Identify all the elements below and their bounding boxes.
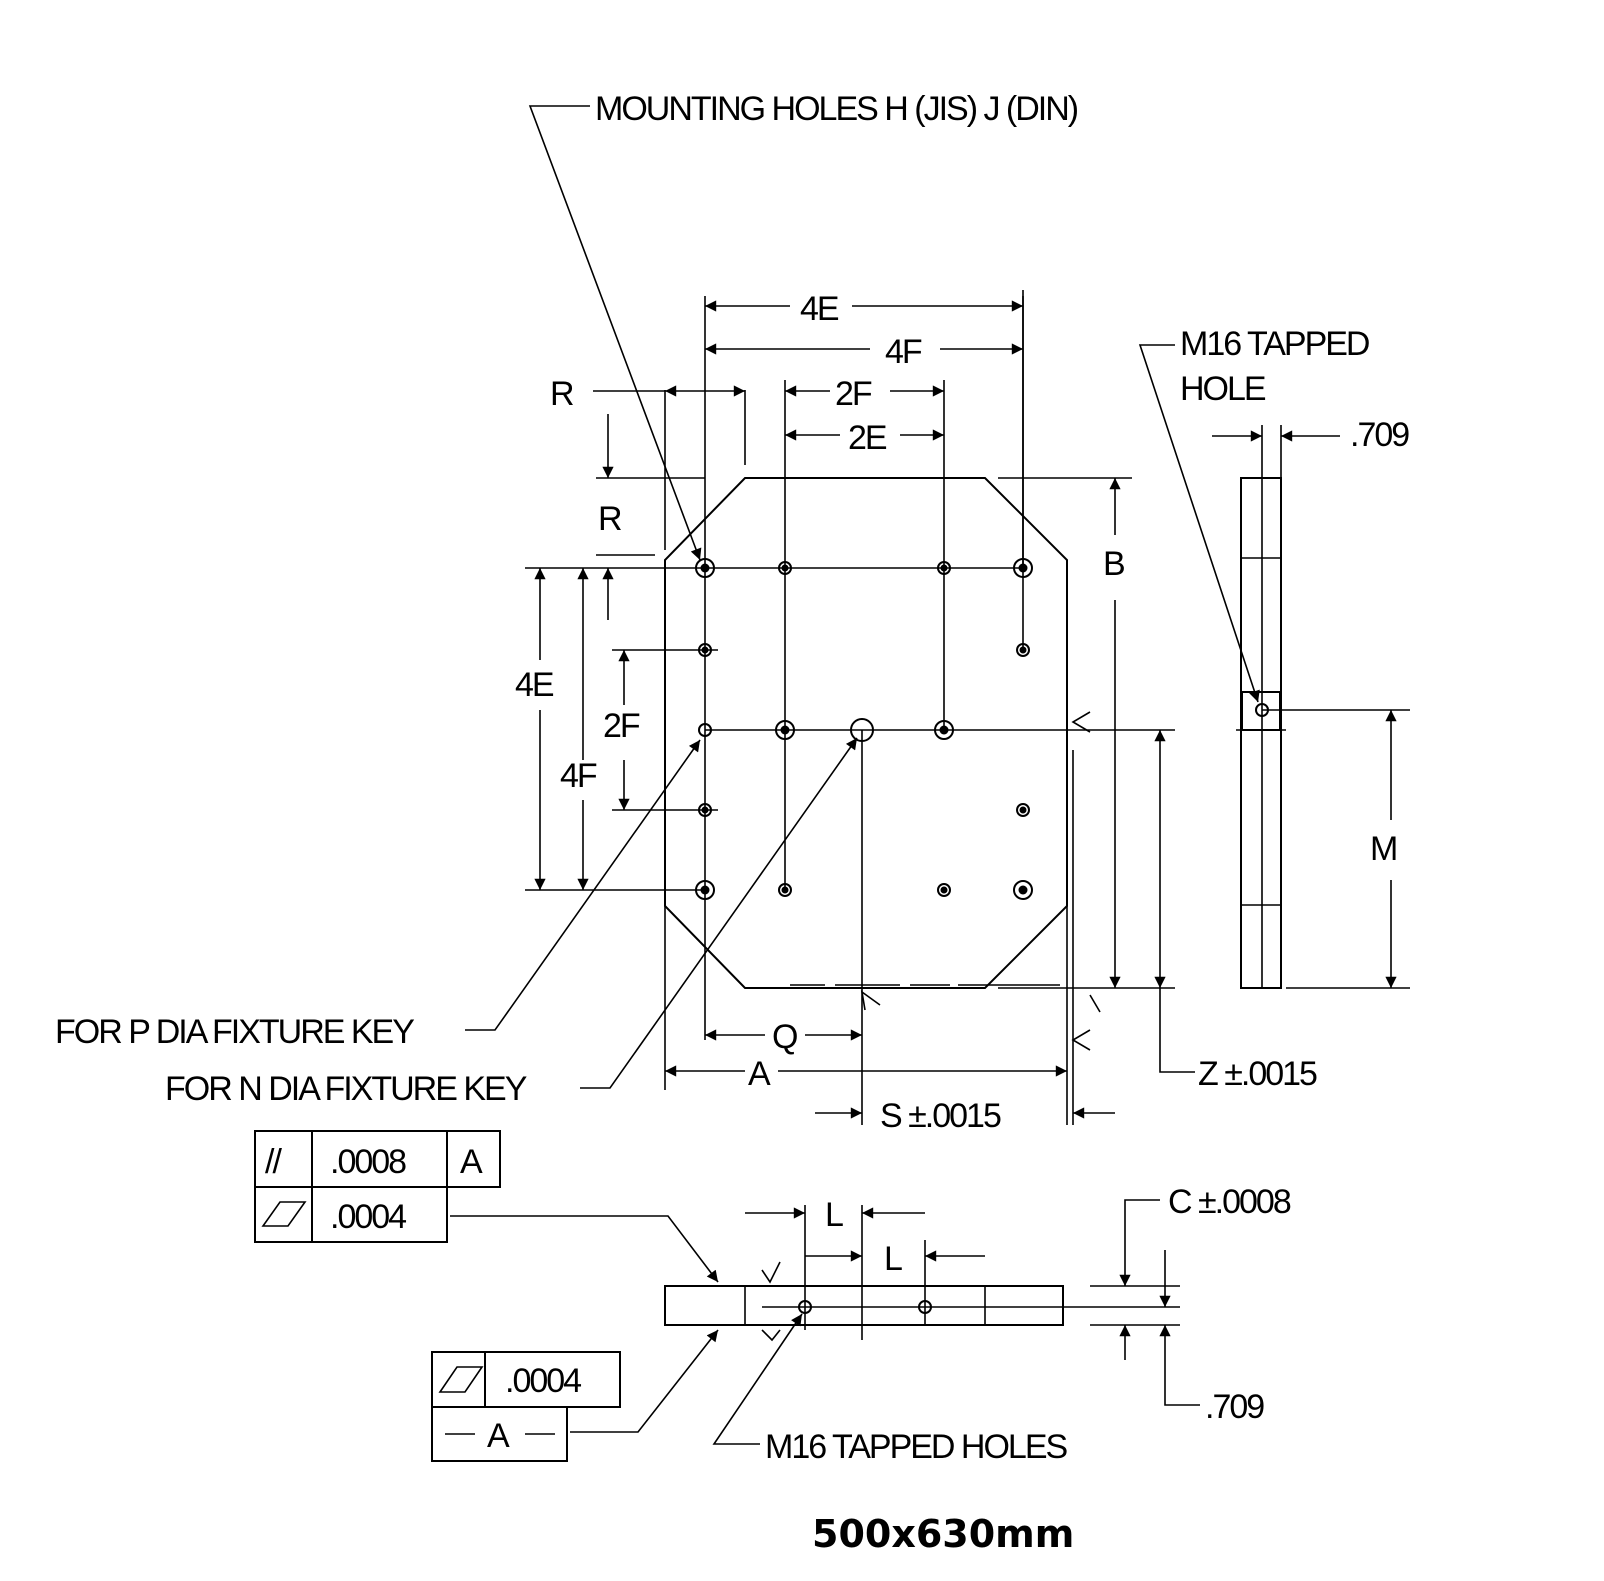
mounting-holes (695, 558, 1033, 900)
dim-q: Q (772, 1018, 797, 1056)
flatness-value-bottom: .0004 (505, 1362, 581, 1400)
parallelism-datum: A (460, 1143, 483, 1181)
parallelism-symbol: // (265, 1143, 282, 1181)
dim-709-top: .709 (1350, 416, 1409, 454)
fixture-key-p-label: FOR P DIA FIXTURE KEY (55, 1013, 414, 1051)
dim-2f-left: 2F (603, 707, 640, 745)
flatness-icon (261, 1201, 307, 1227)
dim-r-side: R (598, 500, 621, 538)
datum-a-label: A (487, 1417, 510, 1455)
labels: MOUNTING HOLES H (JIS) J (DIN) M16 TAPPE… (55, 90, 1411, 1556)
flatness-icon-bottom (438, 1366, 484, 1393)
size-caption: 500x630mm (812, 1512, 1074, 1556)
front-view (450, 1199, 1200, 1445)
dim-l-2: L (884, 1240, 902, 1278)
dim-b: B (1103, 545, 1124, 583)
tolerance-frame-bottom: .0004 A (431, 1351, 621, 1462)
dim-l-1: L (825, 1196, 843, 1234)
plate-outline (664, 477, 1068, 989)
fixture-key-n-label: FOR N DIA FIXTURE KEY (165, 1070, 527, 1108)
dim-2e-top: 2E (848, 419, 887, 457)
dim-a: A (748, 1055, 771, 1093)
dim-z: Z ±.0015 (1198, 1055, 1317, 1093)
dim-4e-top: 4E (800, 290, 839, 328)
dim-2f-top: 2F (835, 375, 872, 413)
m16-tapped-holes-label: M16 TAPPED HOLES (765, 1428, 1068, 1466)
mounting-holes-label: MOUNTING HOLES H (JIS) J (DIN) (595, 90, 1078, 128)
plan-view (465, 105, 1195, 1125)
dim-4f-top: 4F (885, 333, 922, 371)
flatness-value-top: .0004 (330, 1198, 406, 1236)
m16-tapped-hole-label-1: M16 TAPPED (1180, 325, 1369, 363)
dim-4e-left: 4E (515, 666, 554, 704)
dim-m: M (1370, 830, 1396, 868)
parallelism-value: .0008 (330, 1143, 406, 1181)
dim-4f-left: 4F (560, 757, 597, 795)
dim-c: C ±.0008 (1168, 1183, 1291, 1221)
side-view (1138, 344, 1410, 989)
dim-r-top: R (550, 375, 573, 413)
m16-tapped-hole-label-2: HOLE (1180, 370, 1266, 408)
dim-709-bottom: .709 (1205, 1388, 1264, 1426)
dim-s: S ±.0015 (880, 1097, 1001, 1135)
tolerance-frame-top: // .0008 A .0004 (254, 1130, 501, 1243)
